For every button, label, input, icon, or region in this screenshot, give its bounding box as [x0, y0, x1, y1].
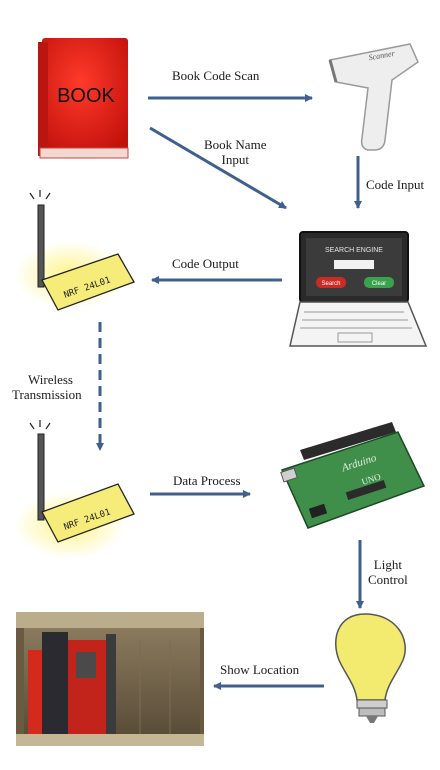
label-wireless-line2: Transmission [12, 387, 82, 402]
laptop-search-button [316, 277, 346, 288]
book-cover-text: BOOK [57, 85, 115, 107]
arrow-book-to-laptop [149, 126, 287, 210]
label-book-name-line1: Book Name [204, 137, 267, 152]
label-book-code-scan: Book Code Scan [172, 68, 260, 83]
label-wireless-line1: Wireless [28, 372, 73, 387]
bookshelf-icon [16, 612, 204, 746]
light-bulb-icon [335, 613, 406, 723]
label-light-line2: Control [368, 572, 408, 587]
arrows [96, 94, 364, 690]
label-light-control: Light Control [368, 557, 408, 587]
label-data-process: Data Process [173, 473, 241, 488]
laptop-screen-title: SEARCH ENGINE [325, 247, 383, 254]
label-wireless-transmission: Wireless Transmission [12, 372, 82, 402]
wireless-module-top-icon: NRF 24L01 [15, 190, 135, 311]
shelf-book-red-1 [28, 650, 42, 734]
laptop-search-field [334, 260, 374, 269]
label-light-line1: Light [373, 557, 402, 572]
label-show-location: Show Location [220, 662, 300, 677]
shelf-book-dark [42, 632, 68, 734]
label-code-input: Code Input [366, 177, 425, 192]
laptop-search-label: Search [321, 281, 340, 287]
laptop-clear-button [364, 277, 394, 288]
label-book-name-line2: Input [221, 152, 249, 167]
wireless-module-bottom-icon: NRF 24L01 [15, 420, 135, 559]
label-book-name-input: Book Name Input [204, 137, 266, 167]
laptop-clear-label: Clear [372, 281, 386, 287]
barcode-scanner-icon: Scanner [328, 43, 419, 151]
book-icon: BOOK [38, 38, 129, 159]
laptop-icon: SEARCH ENGINE Search Clear [289, 231, 428, 347]
label-code-output: Code Output [172, 256, 239, 271]
arduino-board-icon: Arduino UNO [280, 422, 426, 529]
